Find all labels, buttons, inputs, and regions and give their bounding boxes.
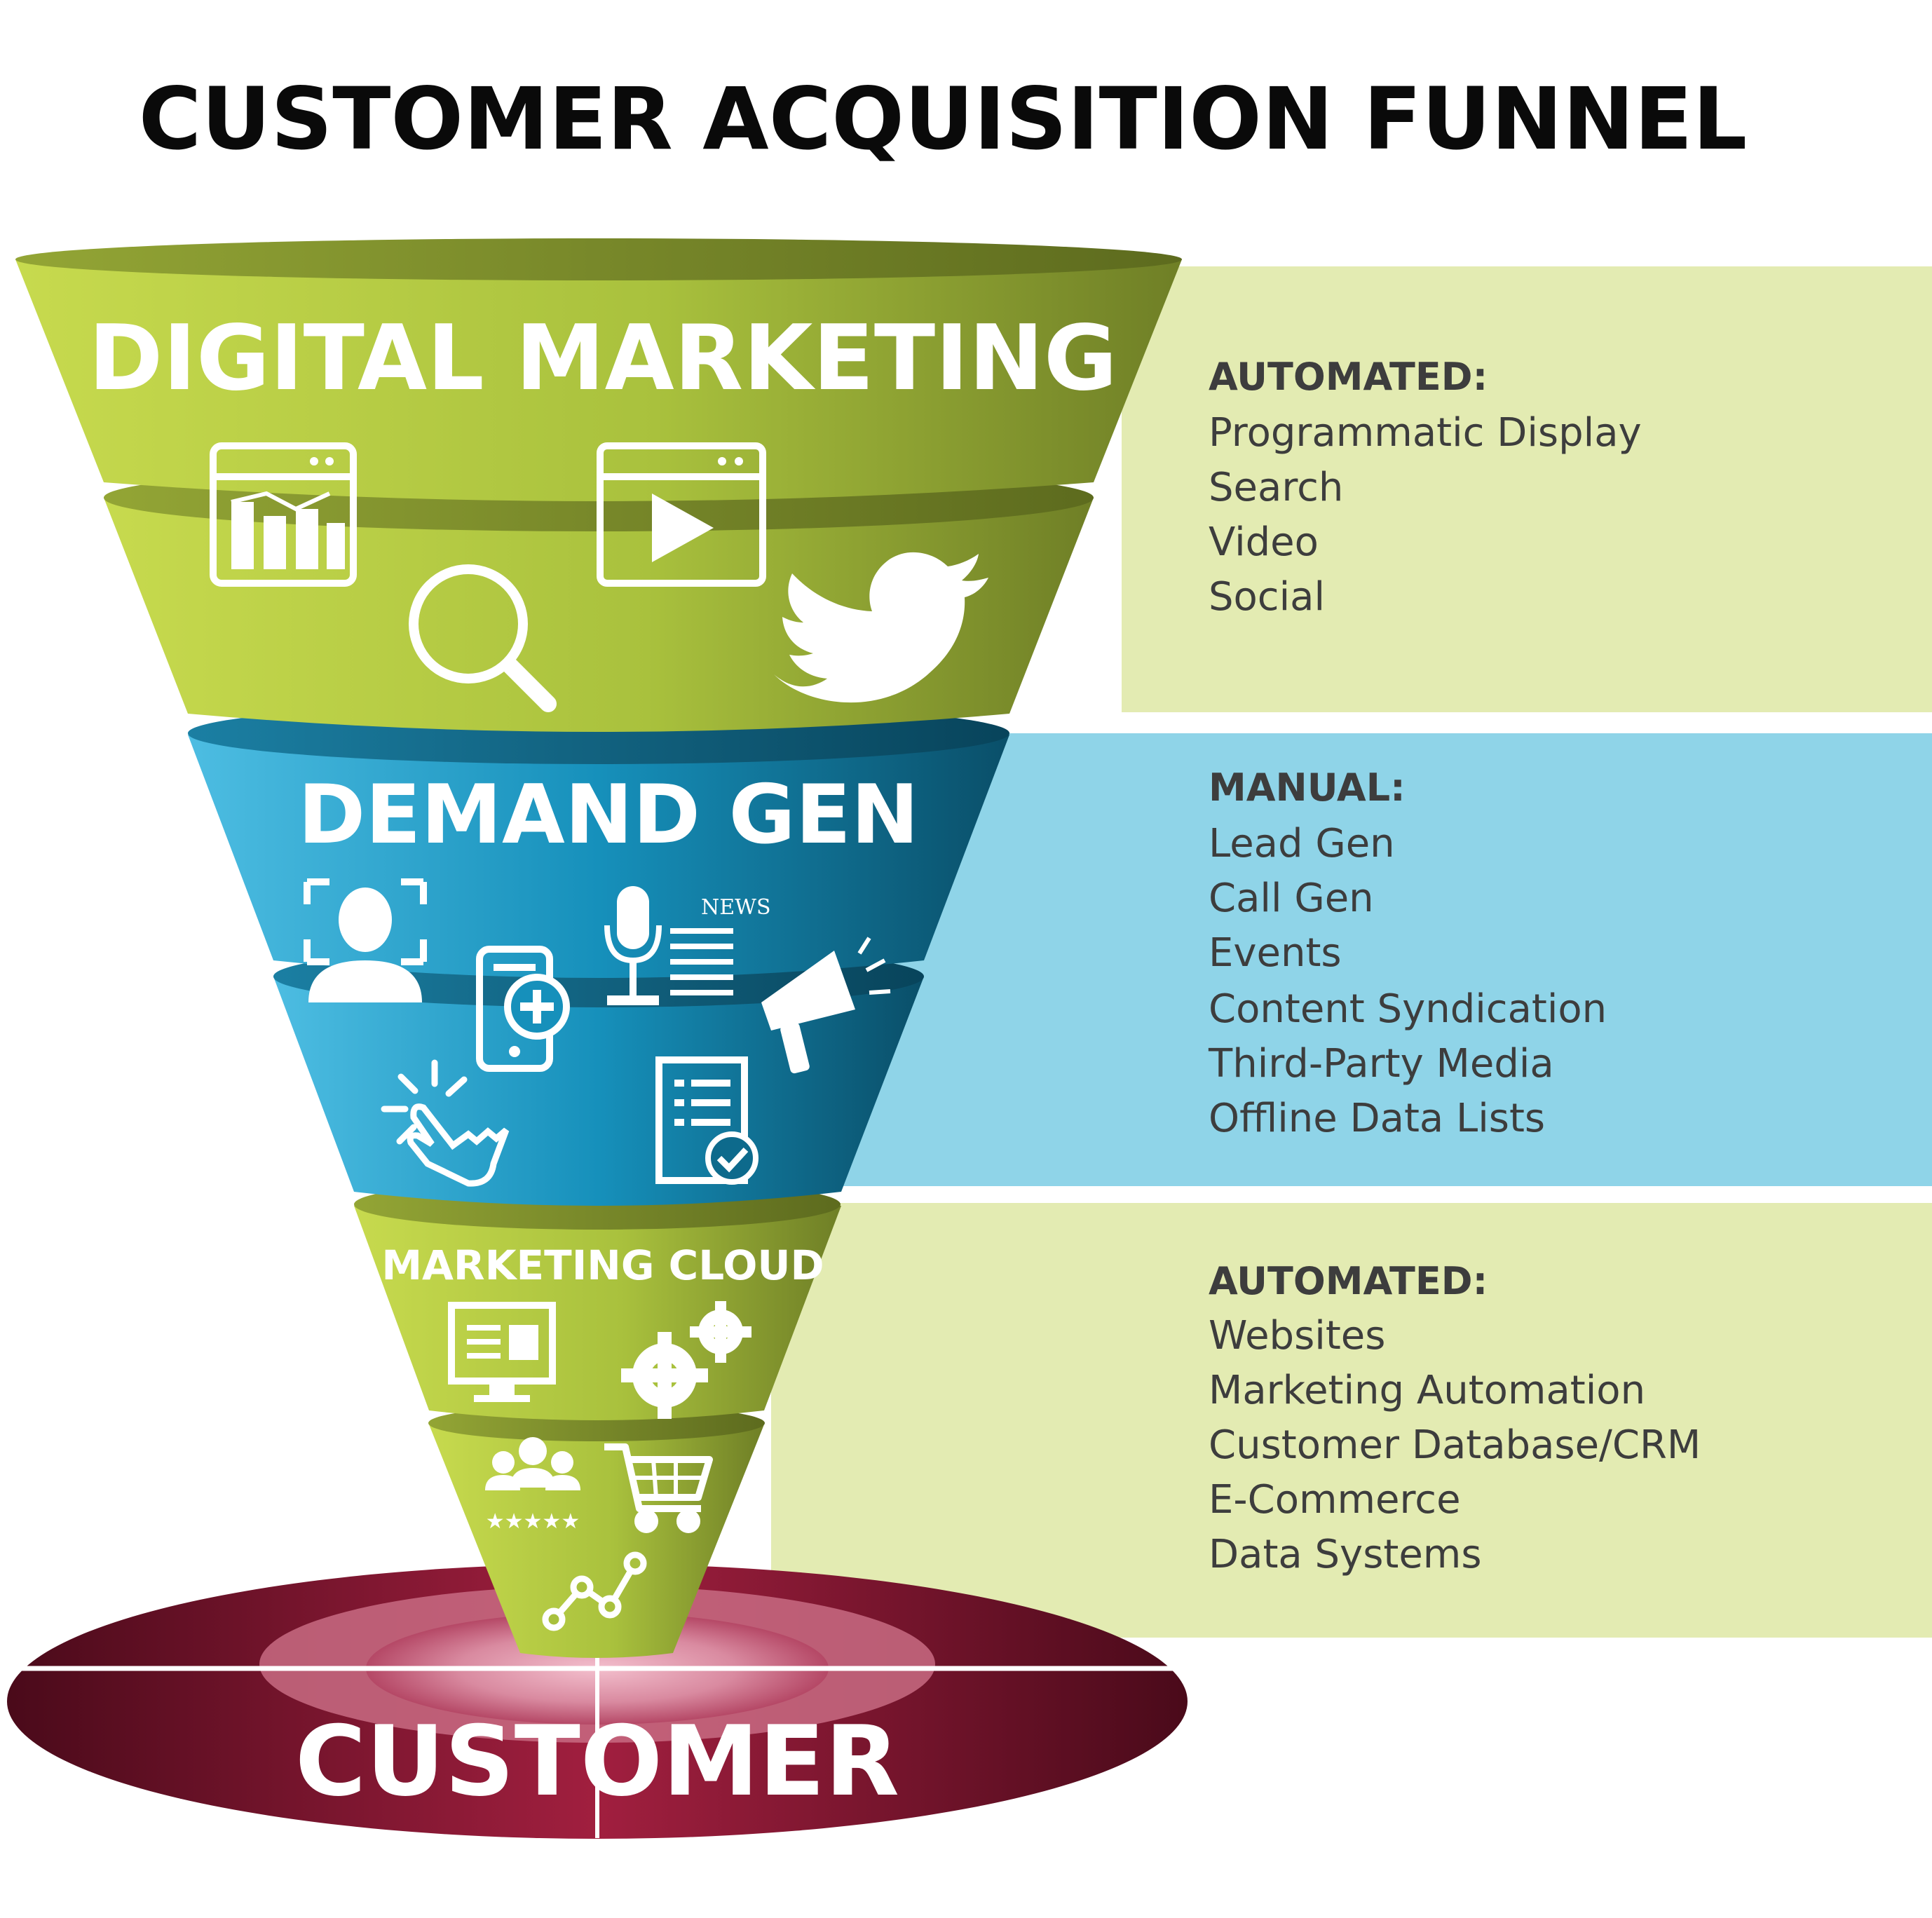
panel-cloud: AUTOMATED: Websites Marketing Automation…	[1209, 1259, 1701, 1577]
page-title: CUSTOMER ACQUISITION FUNNEL	[139, 69, 1748, 169]
magnifier-icon	[409, 564, 557, 712]
svg-text:★★★★★: ★★★★★	[486, 1509, 580, 1534]
panel-item: Social	[1209, 574, 1325, 620]
megaphone-icon	[761, 937, 891, 1074]
twitter-bird-icon	[774, 552, 988, 703]
svg-text:NEWS: NEWS	[701, 895, 771, 920]
podcast-news-icon: NEWS	[604, 886, 771, 1005]
stage-label-demand-gen: DEMAND GEN	[298, 768, 919, 862]
video-play-icon	[597, 442, 766, 587]
panel-item: Events	[1209, 930, 1342, 976]
panel-digital: AUTOMATED: Programmatic Display Search V…	[1209, 355, 1642, 620]
funnel-segment-cloud-upper	[354, 1179, 841, 1420]
panel-heading: AUTOMATED:	[1209, 1259, 1488, 1303]
mobile-add-icon	[476, 946, 570, 1072]
panel-digital-bg	[1122, 266, 1932, 712]
user-scan-icon	[304, 878, 427, 1002]
customer-label: CUSTOMER	[295, 1705, 899, 1818]
website-monitor-icon	[448, 1302, 556, 1402]
panel-item: Programmatic Display	[1209, 410, 1642, 456]
document-check-icon	[655, 1056, 758, 1185]
trend-line-icon	[542, 1551, 647, 1631]
stage-label-digital-marketing: DIGITAL MARKETING	[88, 306, 1117, 411]
panel-demand: MANUAL: Lead Gen Call Gen Events Content…	[1208, 766, 1607, 1141]
panel-heading: MANUAL:	[1209, 766, 1406, 810]
panel-item: Marketing Automation	[1209, 1368, 1645, 1413]
stage-label-marketing-cloud: MARKETING CLOUD	[381, 1242, 824, 1289]
customer-target	[6, 1564, 1189, 1839]
chart-window-icon	[210, 442, 357, 587]
panel-item: Offline Data Lists	[1209, 1096, 1545, 1141]
customer-ratings-icon: ★★★★★	[485, 1437, 580, 1534]
funnel-segment-digital-upper	[15, 238, 1182, 501]
panel-item: Data Systems	[1209, 1532, 1482, 1577]
panel-item: Video	[1209, 519, 1319, 565]
panel-item: Search	[1209, 465, 1343, 510]
panel-item: Call Gen	[1209, 876, 1374, 921]
panel-item: Third-Party Media	[1208, 1041, 1554, 1087]
panel-cloud-bg	[771, 1203, 1932, 1638]
panel-heading: AUTOMATED:	[1209, 355, 1488, 399]
gears-icon	[621, 1301, 751, 1419]
tap-hand-icon	[381, 1059, 510, 1187]
shopping-cart-icon	[604, 1443, 713, 1533]
panel-item: Content Syndication	[1209, 986, 1607, 1032]
panel-item: E-Commerce	[1209, 1477, 1461, 1523]
panel-item: Customer Database/CRM	[1209, 1422, 1701, 1468]
panel-demand-bg	[841, 733, 1932, 1186]
panel-item: Websites	[1209, 1313, 1385, 1359]
panel-item: Lead Gen	[1209, 821, 1395, 866]
